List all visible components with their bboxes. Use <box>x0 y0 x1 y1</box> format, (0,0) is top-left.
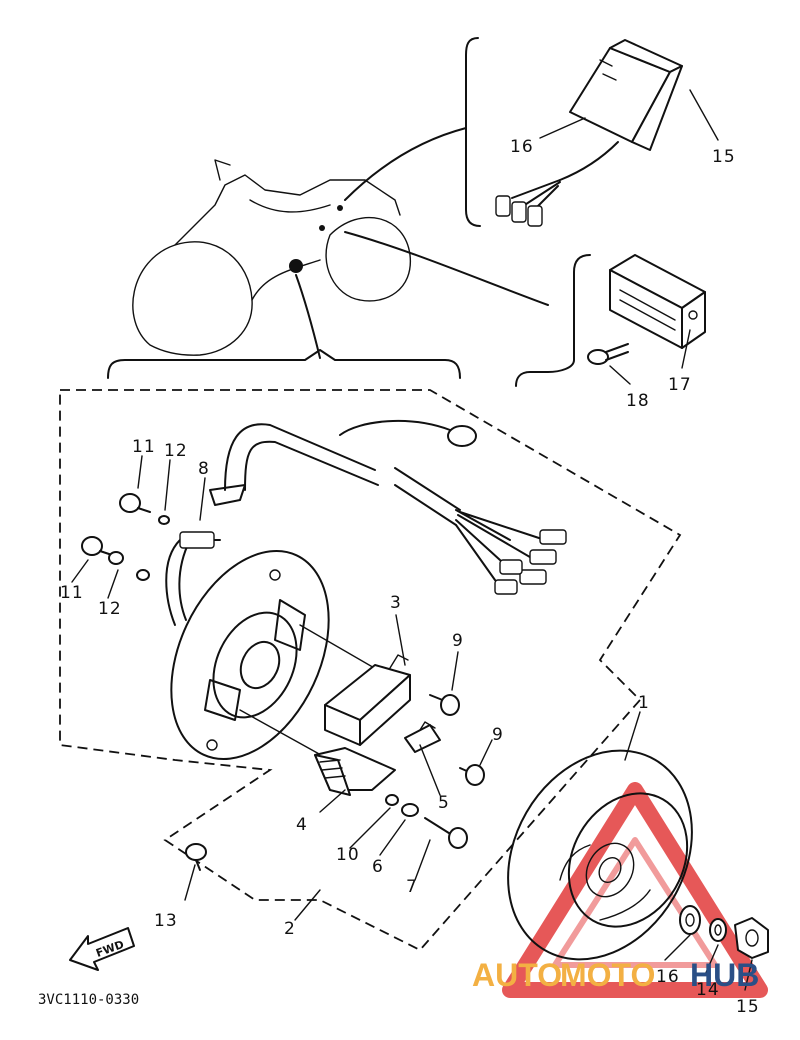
stator-assembly <box>170 550 396 761</box>
callout-12b: 12 <box>98 599 122 619</box>
cdi-unit <box>495 39 683 227</box>
watermark-triangle <box>502 782 768 998</box>
callout-9b: 9 <box>492 725 504 745</box>
callout-12a: 12 <box>164 441 188 461</box>
callout-11b: 11 <box>60 583 84 603</box>
callout-19: 17 <box>668 375 692 395</box>
callout-5: 5 <box>438 793 450 813</box>
bracket-cdi <box>465 37 481 227</box>
flywheel-rotor <box>507 749 693 961</box>
callout-6: 8 <box>198 459 210 479</box>
callout-11a: 11 <box>132 437 156 457</box>
location-dot-magneto <box>289 259 303 273</box>
lighting-coil <box>314 747 396 796</box>
bracket-5 <box>404 724 441 753</box>
screws <box>81 493 485 871</box>
rectifier-regulator <box>609 254 706 349</box>
callout-10: 10 <box>336 845 360 865</box>
callout-3: 3 <box>390 593 402 613</box>
location-dot-cdi <box>337 205 343 211</box>
pointer-lines <box>295 127 549 359</box>
callout-8: 6 <box>372 857 384 877</box>
callout-2: 2 <box>284 919 296 939</box>
brace-magneto-group <box>107 349 461 379</box>
fwd-arrow: FWD <box>69 927 135 971</box>
watermark-text-hub: HUB <box>690 957 759 993</box>
pickup-coil <box>324 654 411 746</box>
motorcycle-outline <box>132 159 411 356</box>
callout-15: 16 <box>656 967 680 987</box>
callout-20: 18 <box>626 391 650 411</box>
bolt-20 <box>587 343 629 365</box>
callout-9a: 9 <box>452 631 464 651</box>
watermark-text-moto: MOTO <box>560 957 655 993</box>
bracket-rectifier <box>515 254 591 387</box>
diagram-code: 3VC1110-0330 <box>38 992 139 1008</box>
wire-harness <box>165 420 567 626</box>
watermark-text-auto: AUTO <box>472 957 562 993</box>
washer-nut-set <box>679 905 769 959</box>
leader-lines <box>71 89 753 991</box>
stator-group-border <box>59 389 682 952</box>
location-dot-rectifier <box>319 225 325 231</box>
callout-7: 7 <box>406 877 418 897</box>
watermark-text: AUTO MOTO HUB <box>472 957 759 993</box>
callout-numbers: 15 16 17 18 3 9 9 8 11 12 11 12 4 5 10 6… <box>60 137 760 1017</box>
callout-17: 15 <box>712 147 736 167</box>
callout-16: 15 <box>736 997 760 1017</box>
callout-13: 13 <box>154 911 178 931</box>
callout-1: 1 <box>638 693 650 713</box>
callout-18: 16 <box>510 137 534 157</box>
callout-4: 4 <box>296 815 308 835</box>
callout-14: 14 <box>696 980 720 1000</box>
